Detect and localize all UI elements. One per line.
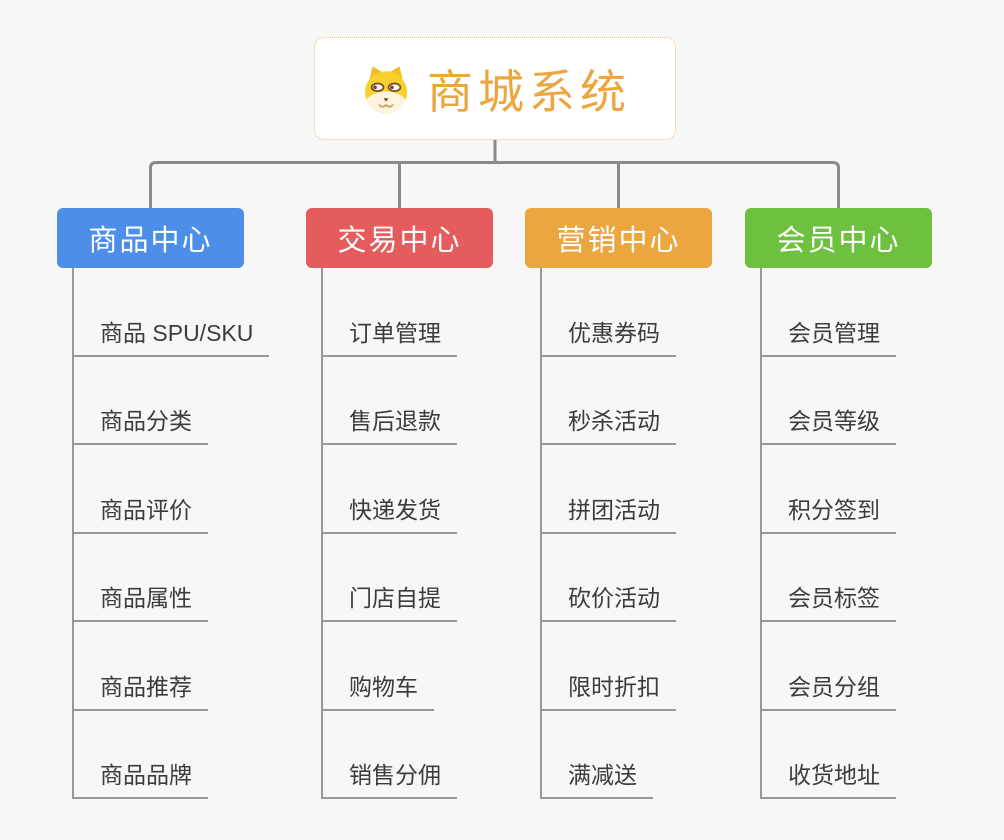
item-label: 门店自提: [349, 585, 441, 611]
branch-header[interactable]: 商品中心: [57, 208, 244, 268]
item-label: 积分签到: [788, 496, 880, 523]
item-label: 快递发货: [349, 496, 441, 523]
list-item[interactable]: 积分签到: [760, 445, 896, 534]
list-item[interactable]: 商品属性: [72, 534, 208, 622]
doge-icon: [364, 65, 408, 113]
list-item[interactable]: 门店自提: [321, 534, 457, 622]
branch-column-1: 商品中心商品 SPU/SKU 商品分类商品评价商品属性商品推荐商品品牌: [57, 208, 317, 799]
item-label: 拼团活动: [568, 496, 660, 523]
list-item[interactable]: 会员管理: [760, 268, 896, 357]
item-label: 购物车: [349, 673, 418, 700]
item-label: 满减送: [568, 762, 637, 788]
item-label: 会员等级: [788, 408, 880, 434]
branch-column-3: 营销中心优惠券码秒杀活动拼团活动砍价活动限时折扣满减送: [525, 208, 785, 799]
branch-items: 商品 SPU/SKU 商品分类商品评价商品属性商品推荐商品品牌: [72, 268, 270, 799]
item-label: 售后退款: [349, 408, 441, 434]
list-item[interactable]: 拼团活动: [540, 445, 676, 534]
item-label: 商品 SPU/SKU: [100, 319, 254, 346]
branch-items: 会员管理会员等级积分签到会员标签会员分组收货地址: [760, 268, 896, 799]
item-label: 商品品牌: [100, 762, 192, 788]
list-item[interactable]: 会员标签: [760, 534, 896, 622]
list-item[interactable]: 销售分佣: [321, 711, 457, 799]
list-item[interactable]: 售后退款: [321, 357, 457, 445]
item-label: 商品推荐: [100, 673, 192, 700]
branch-spine: [321, 268, 323, 799]
item-label: 秒杀活动: [568, 408, 660, 434]
item-label: 会员分组: [788, 673, 880, 700]
item-label: 商品分类: [100, 408, 192, 434]
list-item[interactable]: 商品 SPU/SKU: [72, 268, 270, 357]
list-item[interactable]: 会员等级: [760, 357, 896, 445]
branch-header[interactable]: 会员中心: [745, 208, 932, 268]
branch-items: 订单管理售后退款快递发货门店自提购物车销售分佣: [321, 268, 457, 799]
list-item[interactable]: 商品评价: [72, 445, 208, 534]
list-item[interactable]: 购物车: [321, 622, 434, 711]
item-label: 订单管理: [349, 319, 441, 346]
branch-column-2: 交易中心订单管理售后退款快递发货门店自提购物车销售分佣: [306, 208, 566, 799]
item-label: 限时折扣: [568, 673, 660, 700]
root-node[interactable]: 商城系统: [314, 37, 676, 140]
list-item[interactable]: 商品品牌: [72, 711, 208, 799]
branch-header[interactable]: 营销中心: [525, 208, 712, 268]
list-item[interactable]: 收货地址: [760, 711, 896, 799]
list-item[interactable]: 商品分类: [72, 357, 208, 445]
list-item[interactable]: 满减送: [540, 711, 653, 799]
list-item[interactable]: 秒杀活动: [540, 357, 676, 445]
item-label: 会员管理: [788, 319, 880, 346]
bus-line: [149, 161, 840, 209]
list-item[interactable]: 限时折扣: [540, 622, 676, 711]
branch-items: 优惠券码秒杀活动拼团活动砍价活动限时折扣满减送: [540, 268, 676, 799]
branch-spine: [72, 268, 74, 799]
branch-column-4: 会员中心会员管理会员等级积分签到会员标签会员分组收货地址: [745, 208, 1004, 799]
item-label: 优惠券码: [568, 319, 660, 346]
branch-spine: [760, 268, 762, 799]
list-item[interactable]: 会员分组: [760, 622, 896, 711]
item-label: 销售分佣: [349, 762, 441, 788]
item-label: 商品评价: [100, 496, 192, 523]
item-label: 会员标签: [788, 585, 880, 611]
item-label: 收货地址: [788, 762, 880, 788]
list-item[interactable]: 砍价活动: [540, 534, 676, 622]
branch-spine: [540, 268, 542, 799]
list-item[interactable]: 优惠券码: [540, 268, 676, 357]
item-label: 商品属性: [100, 585, 192, 611]
list-item[interactable]: 订单管理: [321, 268, 457, 357]
list-item[interactable]: 快递发货: [321, 445, 457, 534]
branch-header[interactable]: 交易中心: [306, 208, 493, 268]
root-title: 商城系统: [427, 65, 631, 118]
item-label: 砍价活动: [568, 585, 660, 611]
list-item[interactable]: 商品推荐: [72, 622, 208, 711]
